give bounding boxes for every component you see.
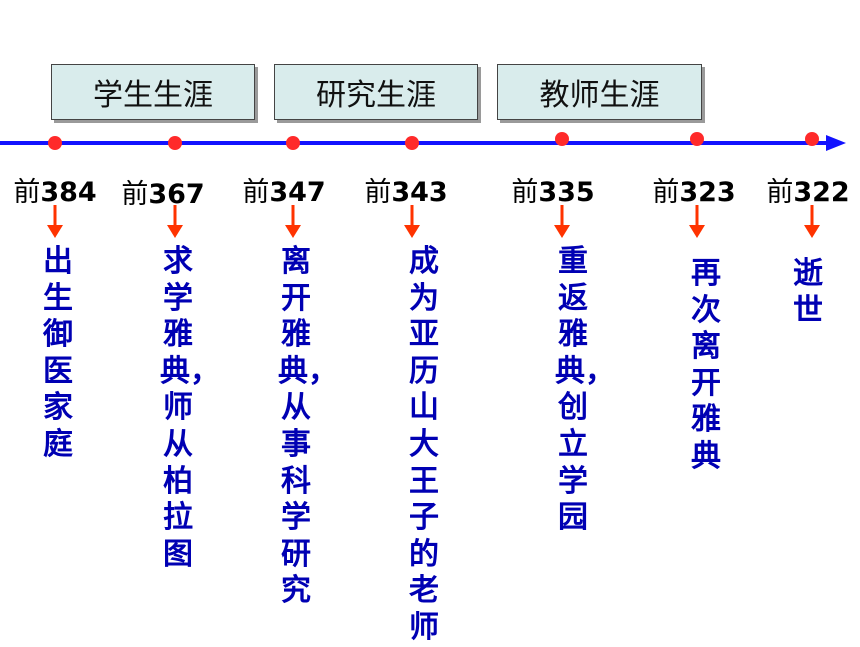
stage-box-student: 学生生涯	[51, 64, 255, 120]
down-arrow-icon	[285, 205, 301, 238]
down-arrow-icon	[167, 205, 183, 238]
stage-box-teacher: 教师生涯	[497, 64, 702, 120]
down-arrow-icon	[404, 205, 420, 238]
event-text: 再次离开雅典	[691, 256, 721, 474]
year-label: 前347	[242, 177, 326, 208]
timeline-dot	[555, 132, 569, 146]
event-text: 离开雅典，从事科学研究	[278, 244, 338, 609]
timeline-dot	[690, 132, 704, 146]
event-text: 逝世	[793, 256, 823, 328]
stage-label: 教师生涯	[539, 78, 660, 113]
year-label: 前322	[766, 177, 850, 208]
year-label: 前367	[121, 179, 205, 210]
event-text: 出生御医家庭	[43, 244, 73, 462]
down-arrow-icon	[554, 205, 570, 238]
timeline-dot	[405, 136, 419, 150]
down-arrow-icon	[47, 205, 63, 238]
event-text: 求学雅典，师从柏拉图	[160, 244, 220, 572]
axis-arrowhead	[826, 135, 846, 151]
timeline-dot	[168, 136, 182, 150]
year-label: 前323	[652, 177, 736, 208]
timeline-dot	[286, 136, 300, 150]
stage-label: 研究生涯	[316, 78, 436, 113]
stage-label: 学生生涯	[93, 78, 213, 113]
down-arrow-icon	[689, 205, 705, 238]
year-label: 前335	[511, 177, 595, 208]
stage-box-research: 研究生涯	[274, 64, 478, 120]
event-text: 成为亚历山大王子的老师	[409, 244, 439, 645]
timeline-axis	[0, 132, 846, 151]
year-label: 前384	[13, 177, 97, 208]
year-label: 前343	[364, 177, 448, 208]
timeline-dot	[805, 132, 819, 146]
down-arrow-icon	[804, 205, 820, 238]
timeline-dot	[48, 136, 62, 150]
event-text: 重返雅典，创立学园	[555, 244, 615, 536]
